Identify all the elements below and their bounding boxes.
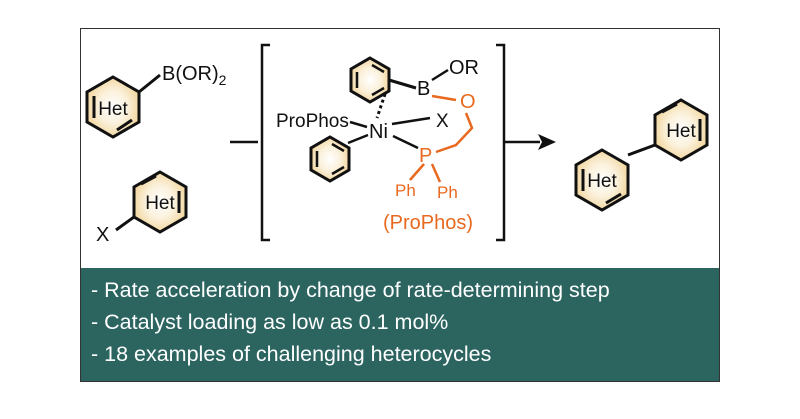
or-group: OR [449, 57, 479, 79]
propyl-tether [435, 112, 474, 154]
ring-double-bond [661, 102, 678, 114]
ring-double-bond [140, 174, 157, 186]
het-label-1: Het [98, 99, 128, 120]
left-bracket [260, 43, 270, 242]
b-or-bond [431, 68, 449, 82]
prophos-name-label: (ProPhos) [383, 212, 473, 234]
ring-double-bond [371, 86, 385, 97]
c-x-bond [115, 215, 135, 232]
phosphorus-atom: P [419, 145, 432, 167]
prophos-ligand-label: ProPhos [276, 111, 349, 132]
c-b-bond [388, 78, 417, 90]
ring-double-bond [331, 165, 345, 176]
boron-atom: B [417, 78, 430, 100]
product-het-label-lower: Het [587, 171, 617, 192]
boronic-ester-reactant: Het B(OR)2 [85, 63, 227, 139]
b-o-bond [431, 94, 457, 102]
halide-x-label: X [96, 224, 109, 246]
ring-double-bond [116, 118, 133, 132]
highlight-line-3: - 18 examples of challenging heterocycle… [91, 342, 492, 366]
biaryl-product: Het Het [574, 98, 709, 212]
het-label-2: Het [145, 193, 175, 214]
ring-double-bond [605, 192, 622, 205]
het-ring-2 [132, 170, 188, 234]
oxygen-atom: O [460, 91, 476, 113]
phenyl-label-2: Ph [437, 183, 458, 202]
aryl-halide-reactant: Het X [96, 170, 188, 246]
highlight-line-1: - Rate acceleration by change of rate-de… [91, 278, 610, 302]
right-bracket [496, 43, 506, 242]
product-het-ring-upper [653, 98, 709, 162]
phenyl-label-1: Ph [395, 181, 416, 200]
c-b-bond [138, 73, 161, 94]
ni-x-bond [391, 116, 431, 126]
ring-double-bond [371, 63, 385, 74]
ni-p-bond [392, 134, 419, 150]
highlight-line-2: - Catalyst loading as low as 0.1 mol% [91, 310, 449, 334]
p-ph-bond-2 [430, 163, 442, 183]
product-het-ring-lower [574, 148, 630, 212]
reaction-arrow [505, 134, 556, 150]
biaryl-bond [627, 143, 656, 157]
ligand-ni-bond [349, 120, 368, 129]
product-het-label-upper: Het [666, 121, 696, 142]
nickel-atom: Ni [369, 121, 388, 143]
highlights-banner: - Rate acceleration by change of rate-de… [81, 268, 719, 381]
ni-aryl-bond [347, 133, 369, 145]
ni-intermediate: B OR O ProPhos Ni X P Ph Ph (ProPhos) [276, 56, 479, 234]
dashed-interaction [375, 93, 387, 119]
p-ph-bond-1 [409, 163, 425, 181]
boronic-group-label: B(OR)2 [162, 63, 227, 88]
x-ligand: X [436, 111, 449, 132]
arrow-head [538, 134, 556, 150]
ring-double-bond [331, 142, 345, 153]
